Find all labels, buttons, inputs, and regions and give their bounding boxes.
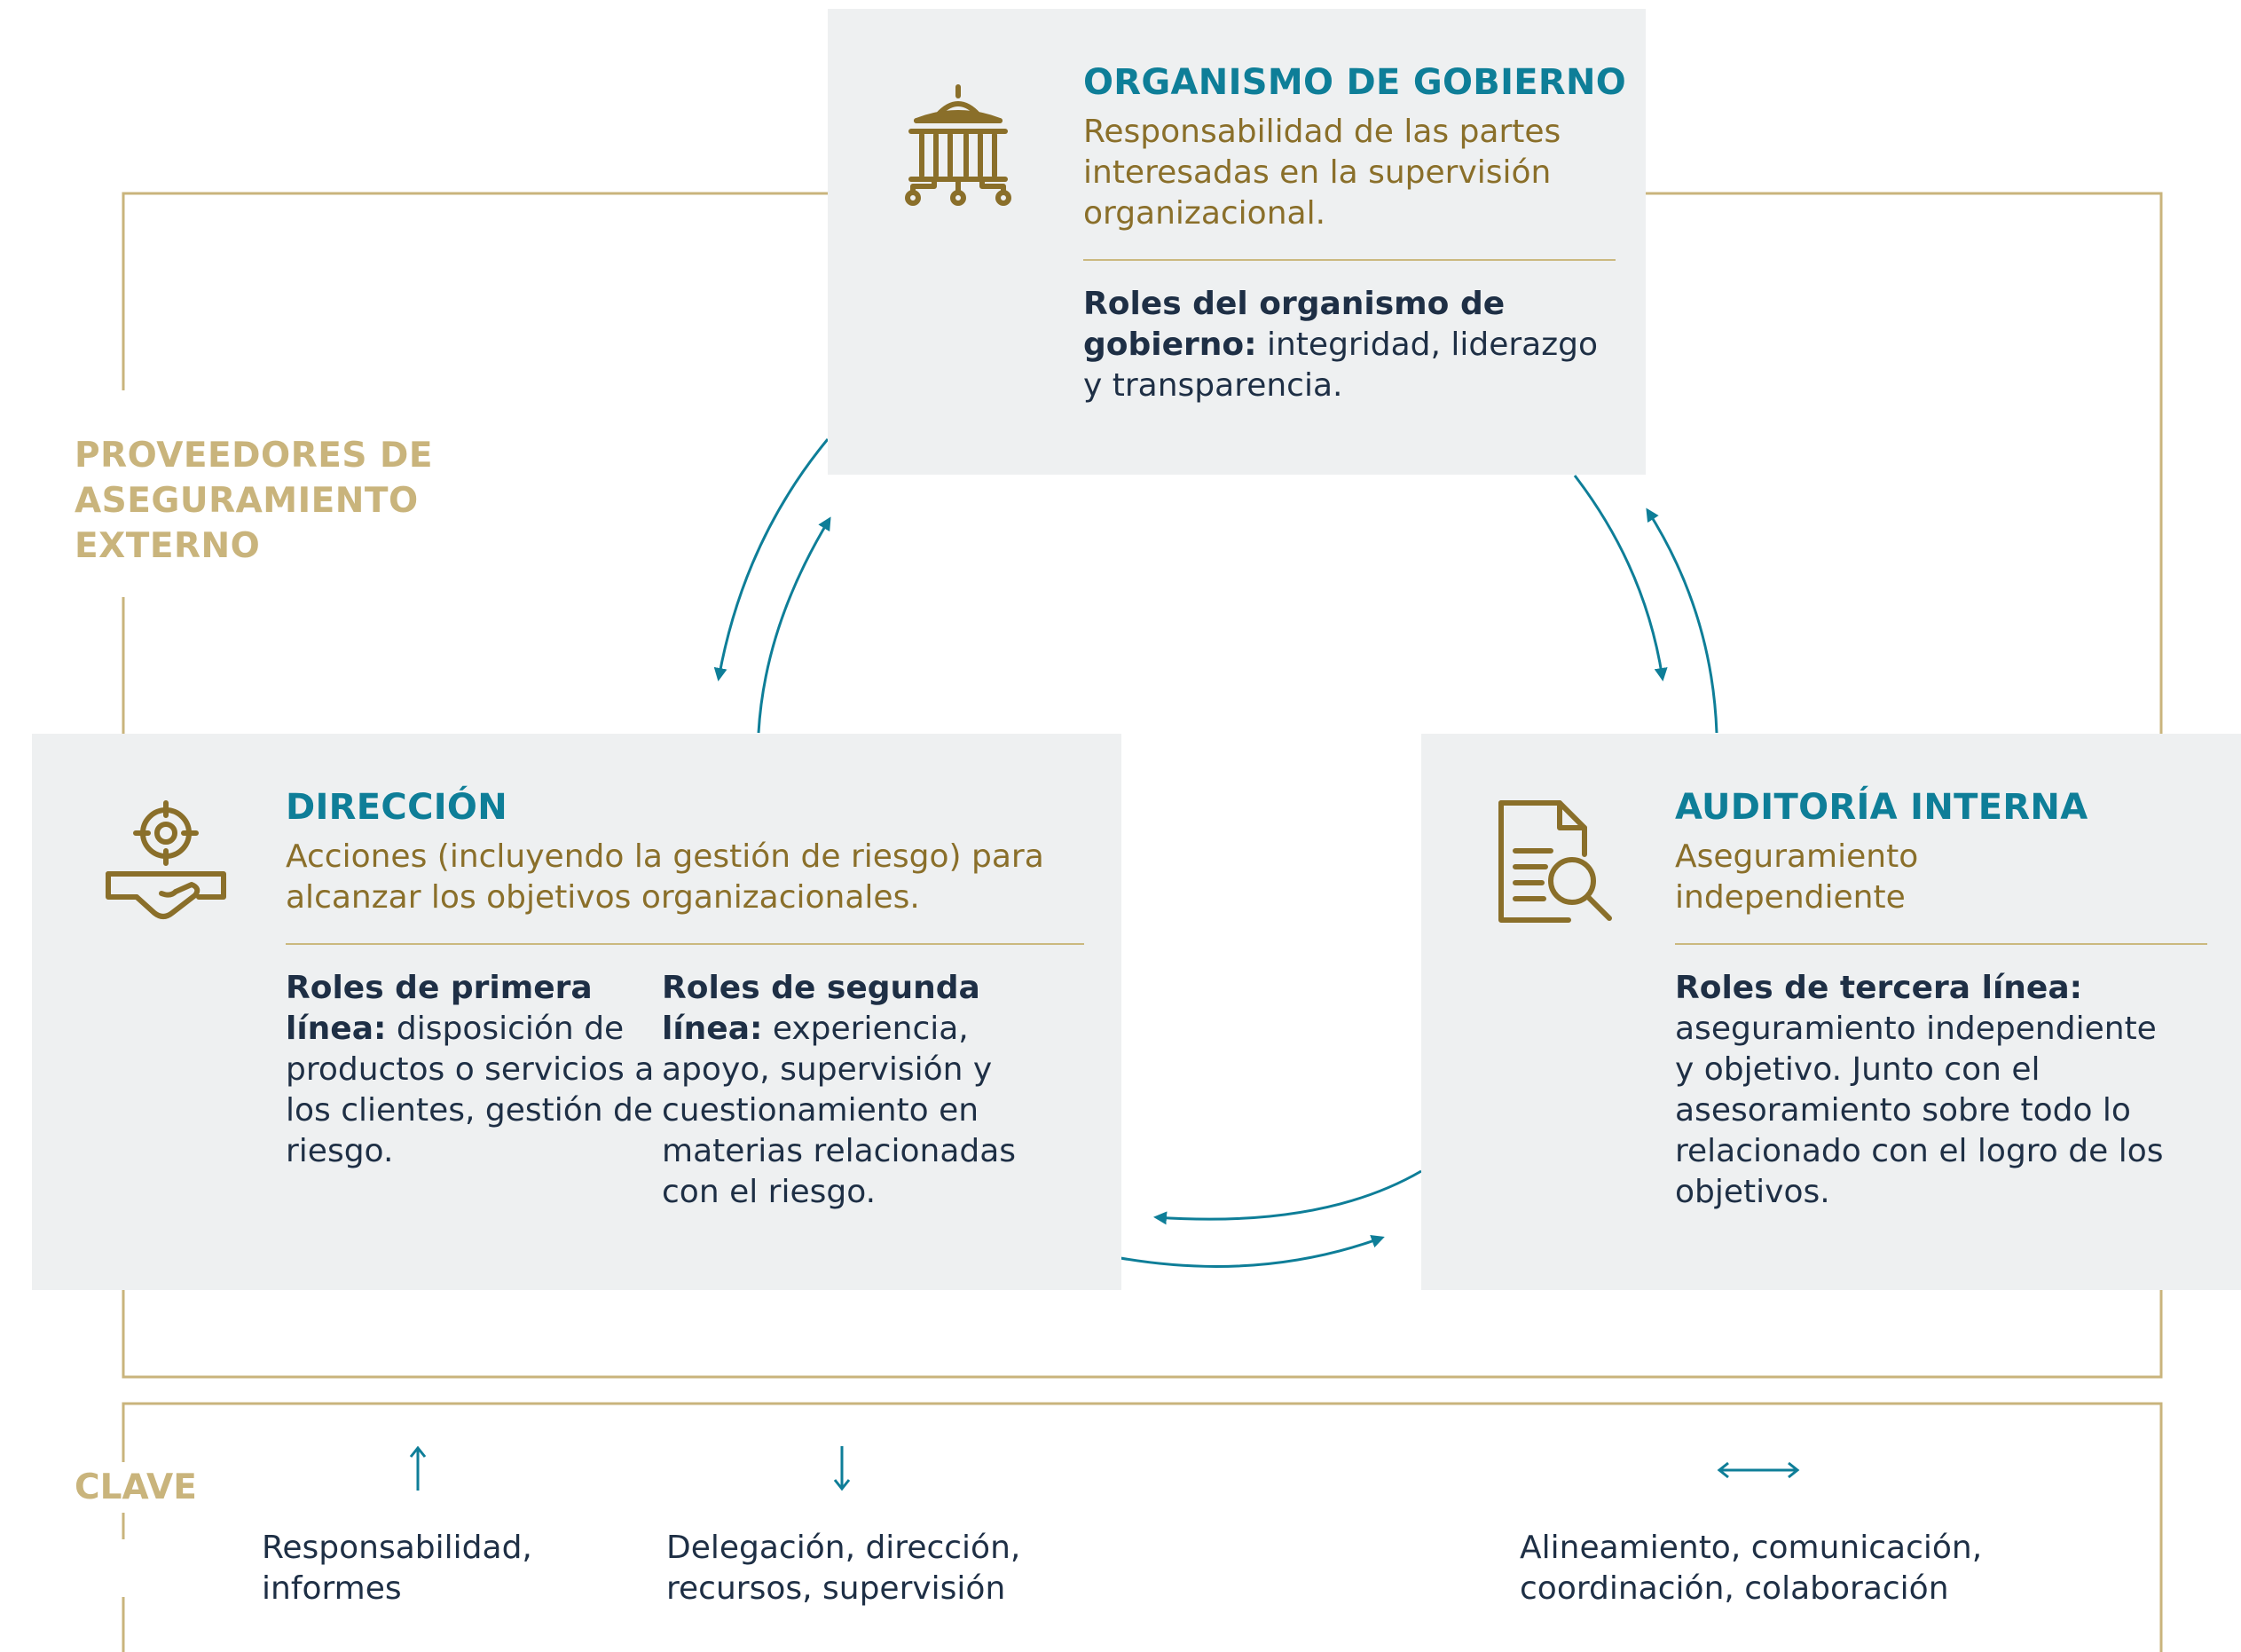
arrow-management-to-governing — [757, 516, 831, 734]
external-assurance-label: PROVEEDORES DE ASEGURAMIENTO EXTERNO — [75, 433, 447, 569]
government-building-icon — [905, 84, 1011, 206]
governing-body-roles-text: integridad, liderazgo y transparencia. — [1083, 326, 1599, 404]
second-line-roles-text: experiencia, apoyo, supervisión y cuesti… — [662, 1011, 1017, 1210]
first-line-roles-label: Roles de primera línea: — [286, 970, 593, 1047]
target-hand-icon — [106, 800, 226, 919]
arrow-governing-to-audit — [1573, 475, 1668, 681]
external-assurance-line-2: ASEGURAMIENTO — [75, 481, 419, 521]
third-line-roles: Roles de tercera línea: aseguramiento in… — [1675, 968, 2172, 1213]
management-box: DIRECCIÓN Acciones (incluyendo la gestió… — [32, 734, 1121, 1290]
arrow-left-right-icon — [1717, 1461, 1800, 1479]
management-description: Acciones (incluyendo la gestión de riesg… — [286, 838, 1044, 916]
arrow-up-icon — [409, 1445, 427, 1491]
first-line-roles-text: disposición de productos o servicios a l… — [286, 1011, 655, 1169]
arrow-audit-to-management — [1153, 1169, 1422, 1225]
internal-audit-description: Aseguramiento independiente — [1675, 838, 1919, 916]
external-assurance-line-1: PROVEEDORES DE — [75, 436, 434, 476]
key-item-delegation: Delegación, dirección, recursos, supervi… — [666, 1530, 1021, 1607]
internal-audit-title: AUDITORÍA INTERNA — [1675, 787, 2088, 828]
management-divider — [286, 943, 1084, 945]
key-item-accountability: Responsabilidad, informes — [262, 1530, 532, 1607]
arrow-management-to-audit — [1120, 1235, 1385, 1268]
governing-body-description: Responsabilidad de las partes interesada… — [1083, 114, 1561, 232]
external-assurance-line-3: EXTERNO — [75, 526, 261, 566]
governing-body-title: ORGANISMO DE GOBIERNO — [1083, 62, 1627, 103]
second-line-roles: Roles de segunda línea: experiencia, apo… — [662, 968, 1043, 1213]
third-line-roles-text: aseguramiento independiente y objetivo. … — [1675, 1011, 2164, 1210]
key-item-alignment: Alineamiento, comunicación, coordinación… — [1520, 1530, 1983, 1607]
arrow-governing-to-management — [713, 438, 830, 681]
third-line-roles-label: Roles de tercera línea: — [1675, 970, 2083, 1006]
internal-audit-box: AUDITORÍA INTERNA Aseguramiento independ… — [1421, 734, 2241, 1290]
management-title: DIRECCIÓN — [286, 787, 507, 828]
governing-body-roles-label: Roles del organismo de gobierno: — [1083, 286, 1506, 363]
second-line-roles-label: Roles de segunda línea: — [662, 970, 980, 1047]
governing-body-divider — [1083, 259, 1616, 261]
governing-body-box: ORGANISMO DE GOBIERNO Responsabilidad de… — [828, 9, 1646, 475]
governing-body-roles: Roles del organismo de gobierno: integri… — [1083, 284, 1616, 406]
arrow-audit-to-governing — [1646, 507, 1718, 734]
arrow-down-icon — [833, 1446, 851, 1491]
key-label: CLAVE — [75, 1462, 197, 1513]
internal-audit-divider — [1675, 943, 2207, 945]
first-line-roles: Roles de primera línea: disposición de p… — [286, 968, 662, 1213]
document-search-icon — [1498, 800, 1612, 923]
